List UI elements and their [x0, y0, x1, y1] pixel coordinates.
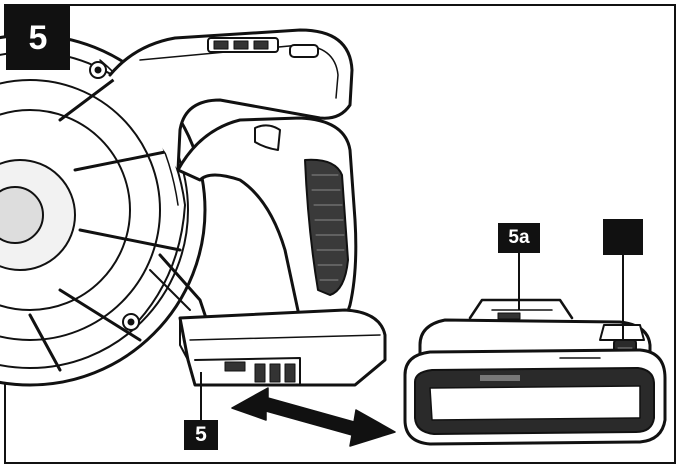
callout-label-5a: 5a: [498, 223, 540, 253]
callout-label-5: 5: [184, 420, 218, 450]
figure-number: 5: [28, 18, 48, 57]
figure-number-badge: 5: [6, 6, 70, 70]
top-switch: [207, 37, 319, 58]
grip-texture: [304, 158, 349, 296]
trigger: [254, 124, 281, 151]
battery-foot: [178, 308, 387, 387]
battery-pack: [403, 298, 667, 446]
callout-label-blank: [603, 219, 643, 255]
handle-arch: [108, 28, 354, 172]
blower-tool: [0, 28, 387, 387]
callout-text-5: 5: [195, 423, 207, 446]
double-arrow-icon: [231, 387, 396, 447]
callout-text-5a: 5a: [508, 227, 530, 248]
